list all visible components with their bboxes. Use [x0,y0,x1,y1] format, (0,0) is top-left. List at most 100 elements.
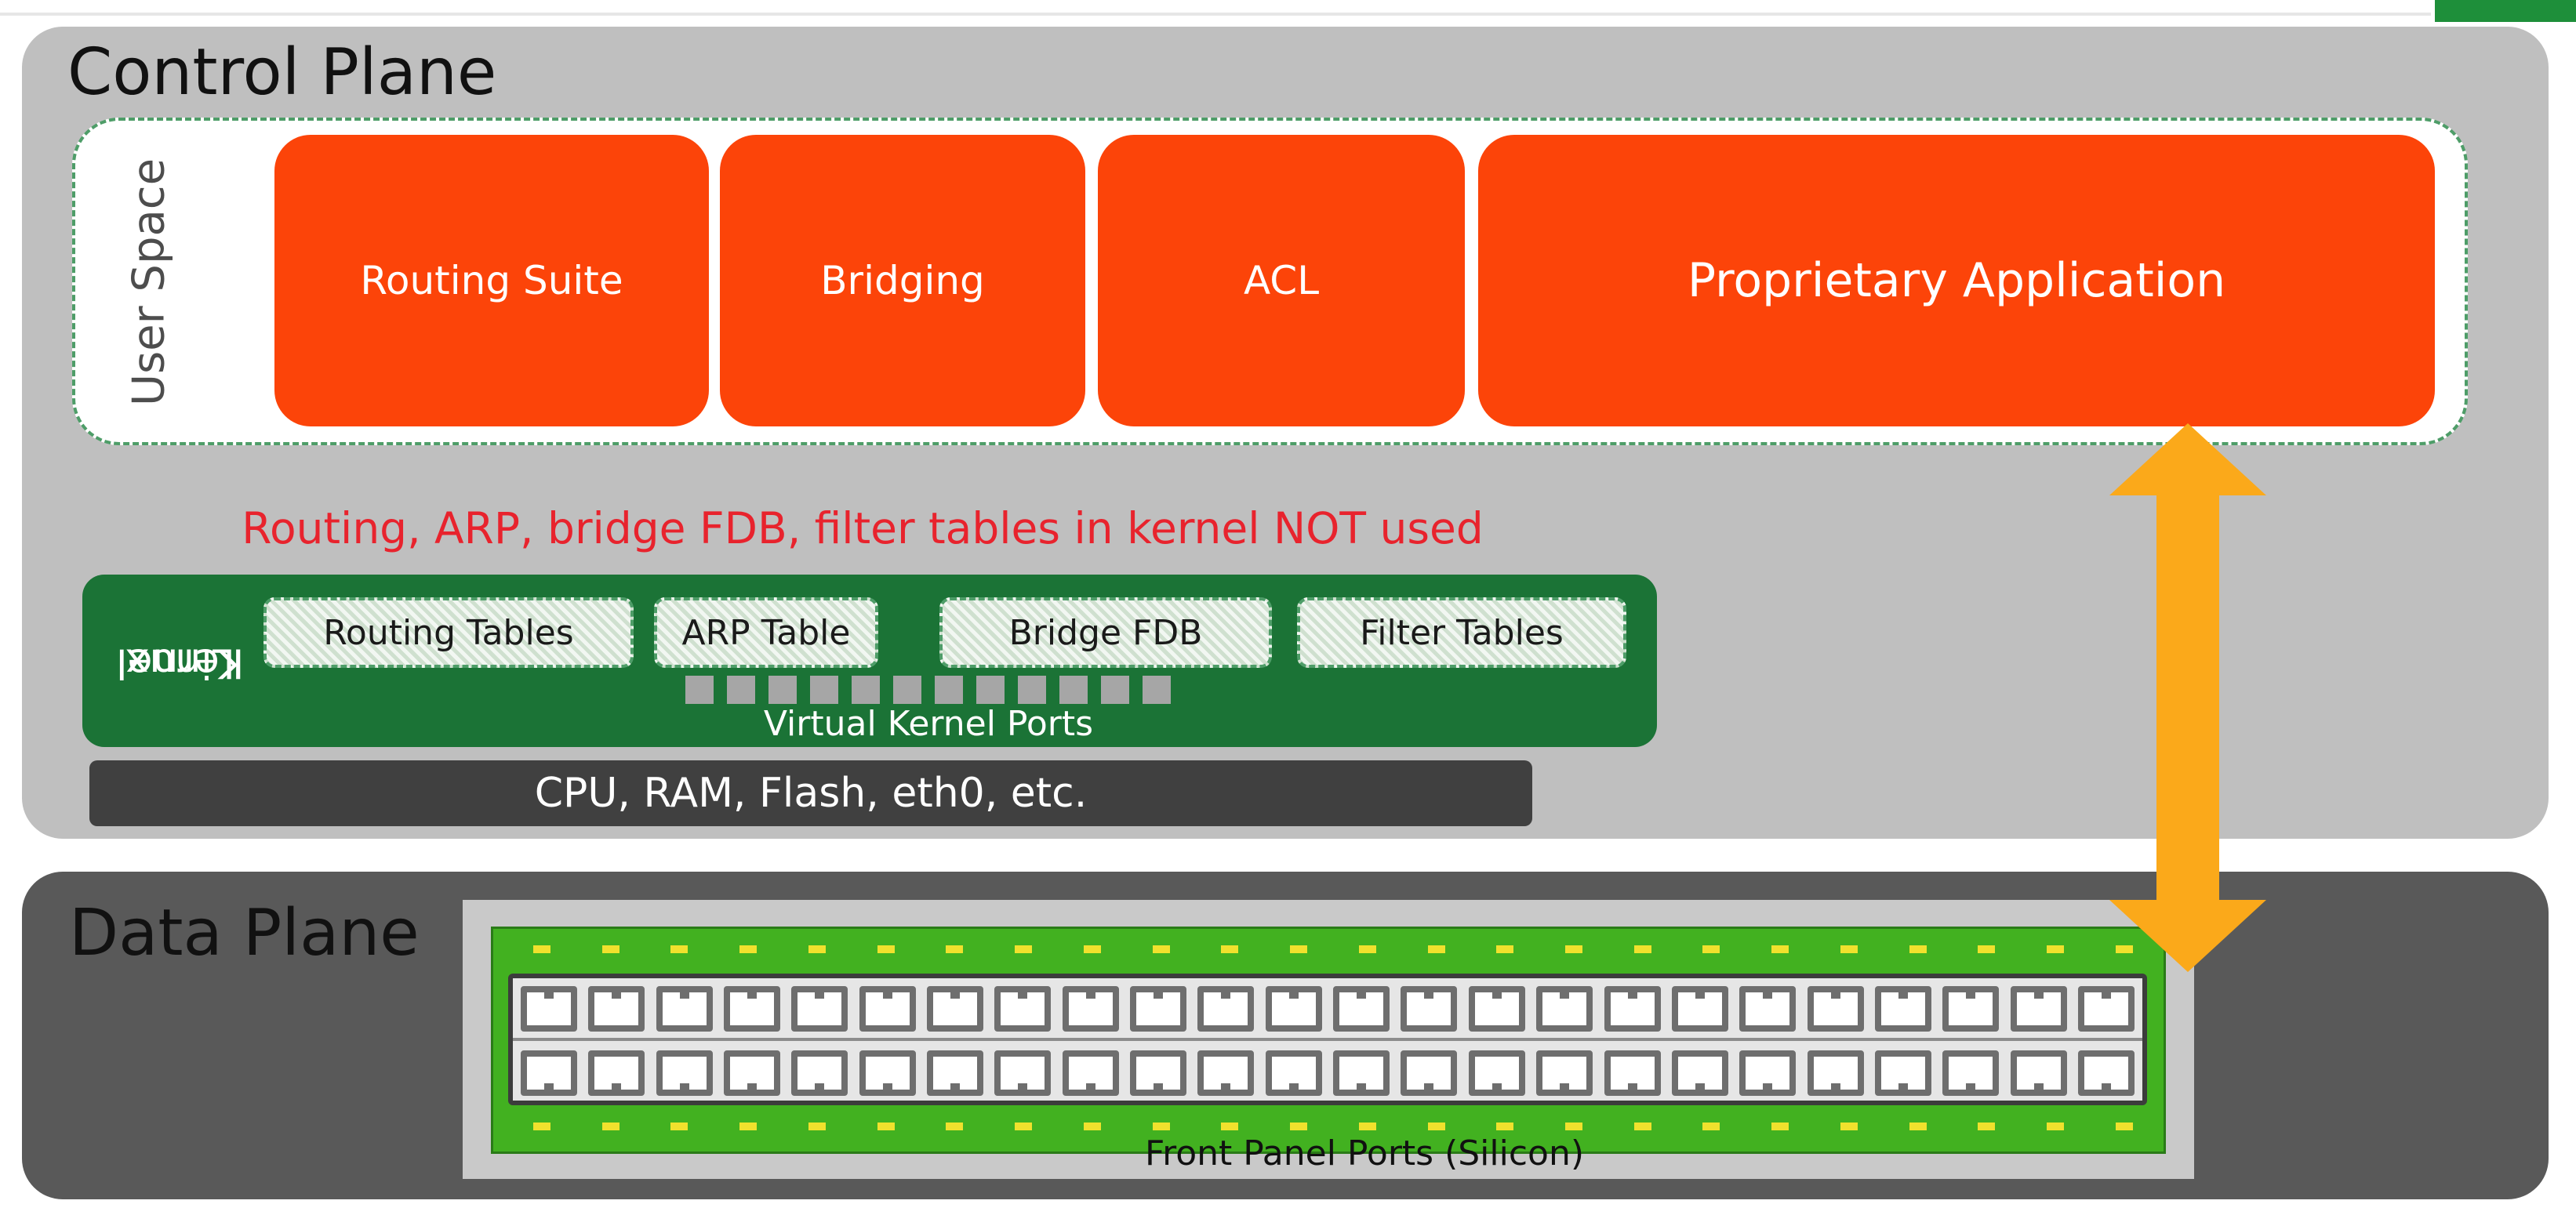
virtual-kernel-port [727,676,755,704]
virtual-kernel-port [852,676,880,704]
port-led [1083,1123,1101,1130]
port-led [1290,945,1308,953]
port-led [1496,1123,1514,1130]
virtual-kernel-port [1059,676,1088,704]
port-led [946,1123,964,1130]
virtual-kernel-port [768,676,797,704]
port-led [1290,1123,1308,1130]
virtual-kernel-ports [685,676,1171,704]
ethernet-port-icon [724,986,781,1032]
ethernet-port-icon [1333,1050,1390,1096]
ethernet-port-icon [588,1050,645,1096]
filter-tables-box: Filter Tables [1297,597,1626,668]
ethernet-port-icon [1265,986,1322,1032]
virtual-kernel-port [976,676,1005,704]
ethernet-port-icon [927,1050,984,1096]
port-led [1015,1123,1033,1130]
port-led [2115,1123,2133,1130]
ethernet-port-icon [2077,986,2135,1032]
port-led [1633,1123,1651,1130]
port-led [1633,945,1651,953]
ethernet-port-icon [1197,1050,1255,1096]
ethernet-port-icon [1942,986,2000,1032]
ethernet-port-icon [1401,1050,1458,1096]
ethernet-port-icon [2010,986,2067,1032]
port-led [739,1123,758,1130]
port-led [1565,945,1583,953]
kernel-tables-warning: Routing, ARP, bridge FDB, filter tables … [242,503,1484,553]
port-led [1358,1123,1376,1130]
port-led [1978,945,1996,953]
ethernet-port-icon [2077,1050,2135,1096]
ethernet-port-icon [1739,986,1797,1032]
hardware-bar: CPU, RAM, Flash, eth0, etc. [89,760,1532,826]
ethernet-port-icon [1807,1050,1864,1096]
port-led [1152,1123,1170,1130]
port-led [1840,1123,1858,1130]
ethernet-port-icon [1604,1050,1661,1096]
port-led [1358,945,1376,953]
virtual-kernel-port [810,676,838,704]
ethernet-port-icon [1807,986,1864,1032]
ethernet-port-icon [588,986,645,1032]
proprietary-application-box: Proprietary Application [1478,135,2435,426]
ethernet-port-icon [1333,986,1390,1032]
acl-box: ACL [1098,135,1465,426]
ethernet-port-icon [2010,1050,2067,1096]
port-led [1427,1123,1445,1130]
corner-tab [2435,0,2576,22]
ethernet-port-icon [1130,986,1187,1032]
port-led [1771,1123,1789,1130]
ethernet-port-icon [1874,986,1931,1032]
ethernet-port-icon [1739,1050,1797,1096]
port-led [1702,945,1720,953]
port-led [1496,945,1514,953]
port-led [946,945,964,953]
ethernet-port-icon [656,1050,713,1096]
port-led [1565,1123,1583,1130]
port-led [601,945,619,953]
ethernet-port-icon [1671,986,1728,1032]
ethernet-port-icon [1468,1050,1525,1096]
port-led [1015,945,1033,953]
ethernet-port-icon [1468,986,1525,1032]
port-led [1909,945,1927,953]
port-strip-divider [513,1038,2142,1041]
port-led [1702,1123,1720,1130]
bridging-box: Bridging [720,135,1085,426]
port-led [1771,945,1789,953]
ethernet-port-icon [1062,986,1119,1032]
virtual-kernel-port [1143,676,1171,704]
ethernet-port-icon [1401,986,1458,1032]
port-row-bottom [521,1050,2135,1097]
ethernet-port-icon [791,986,848,1032]
led-row-top [533,945,2133,953]
port-led [1221,1123,1239,1130]
bridge-fdb-box: Bridge FDB [939,597,1272,668]
top-rule [0,13,2431,16]
ethernet-port-icon [1265,1050,1322,1096]
user-space-label: User Space [123,158,175,407]
virtual-kernel-port [1101,676,1129,704]
virtual-kernel-port [893,676,921,704]
virtual-kernel-port [685,676,714,704]
ethernet-port-icon [859,986,916,1032]
port-led [1909,1123,1927,1130]
ethernet-port-icon [1874,1050,1931,1096]
port-led [1152,945,1170,953]
ethernet-port-icon [859,1050,916,1096]
arp-table-box: ARP Table [654,597,878,668]
data-plane-title: Data Plane [69,896,420,970]
ethernet-port-icon [521,986,577,1032]
port-led [1083,945,1101,953]
ethernet-port-icon [521,1050,577,1096]
port-led [808,1123,826,1130]
port-led [2047,945,2065,953]
routing-tables-box: Routing Tables [263,597,634,668]
ethernet-port-icon [927,986,984,1032]
led-row-bottom [533,1123,2133,1130]
front-panel-ports-label: Front Panel Ports (Silicon) [1144,1133,1585,1173]
port-led [533,1123,550,1130]
virtual-kernel-port [1018,676,1046,704]
